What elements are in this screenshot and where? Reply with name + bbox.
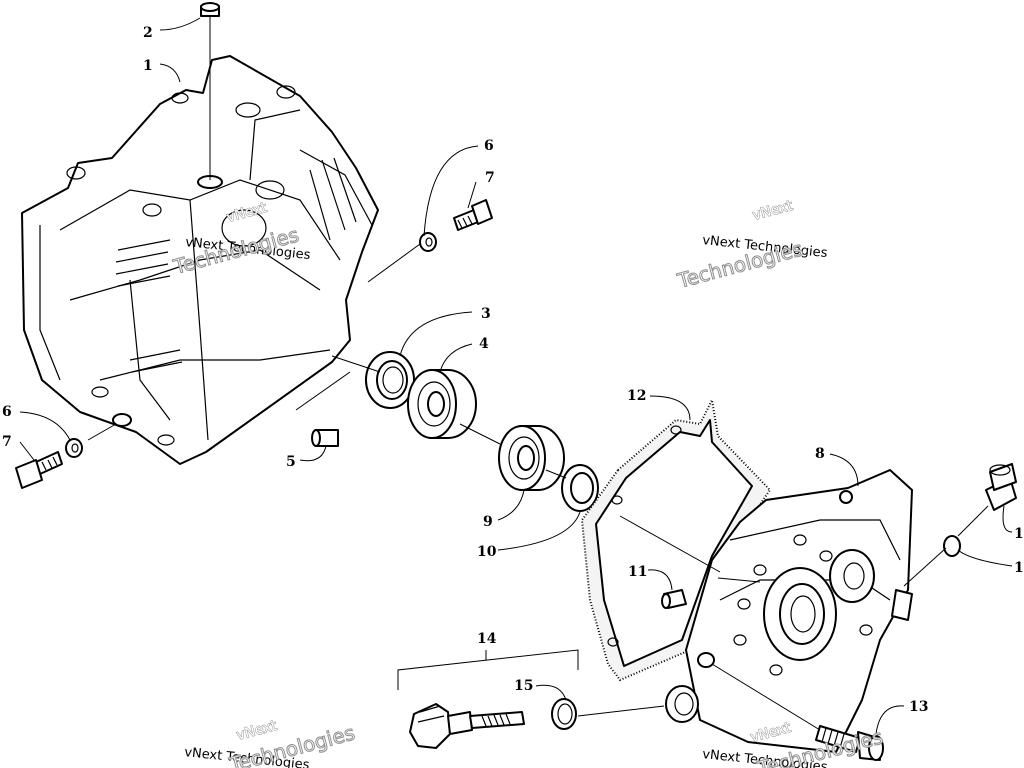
crankcase-cover (685, 469, 913, 753)
oil-seal-10 (561, 464, 599, 512)
watermark-bottom-left: vNext Technologies vNext Technologies (184, 717, 358, 768)
callout-4: 4 (479, 336, 489, 352)
drain-plug-16 (985, 463, 1017, 511)
callout-12: 12 (627, 388, 646, 404)
leader-lines (19, 17, 1013, 735)
plug-11 (661, 589, 687, 609)
washer-17 (943, 535, 961, 557)
washer-6-lower (65, 438, 83, 458)
oil-seal-3 (365, 351, 415, 409)
callout-2: 2 (143, 25, 153, 41)
callout-7-upper: 7 (485, 170, 495, 186)
bearing-9 (498, 425, 565, 491)
washer-6-upper (419, 232, 437, 252)
watermark-upper-right: vNext Technologies vNext Technologies (674, 197, 829, 293)
watermark-text: vNext (235, 718, 279, 744)
callout-3: 3 (481, 306, 491, 322)
bearing-4 (407, 369, 477, 439)
dowel-pin-top (200, 2, 220, 180)
dipstick-14 (409, 703, 525, 749)
callout-15: 15 (514, 678, 533, 694)
bolt-13 (815, 725, 884, 761)
crankcase (21, 55, 379, 465)
callout-8: 8 (815, 446, 825, 462)
o-ring-15 (551, 698, 577, 730)
callout-6-lower: 6 (2, 404, 12, 420)
gasket-12 (580, 396, 772, 682)
callout-labels: 1 2 3 4 5 6 6 7 7 8 9 10 11 12 13 14 15 … (2, 25, 1024, 715)
callout-10: 10 (477, 544, 497, 560)
callout-14: 14 (477, 631, 497, 647)
callout-11: 11 (628, 564, 647, 580)
callout-16: 16 (1014, 526, 1024, 542)
fill-boss (665, 685, 699, 723)
bolt-7-upper (453, 199, 493, 231)
callout-9: 9 (483, 514, 493, 530)
alignment-lines (87, 243, 989, 731)
callout-1: 1 (143, 58, 153, 74)
dowel-pin-5 (311, 429, 339, 447)
callout-6-upper: 6 (484, 138, 494, 154)
callout-13: 13 (909, 699, 928, 715)
watermark-text: vNext (751, 198, 795, 224)
callout-17: 17 (1014, 560, 1024, 576)
bolt-7-lower (15, 451, 63, 489)
callout-5: 5 (286, 454, 296, 470)
callout-7-lower: 7 (2, 434, 12, 450)
